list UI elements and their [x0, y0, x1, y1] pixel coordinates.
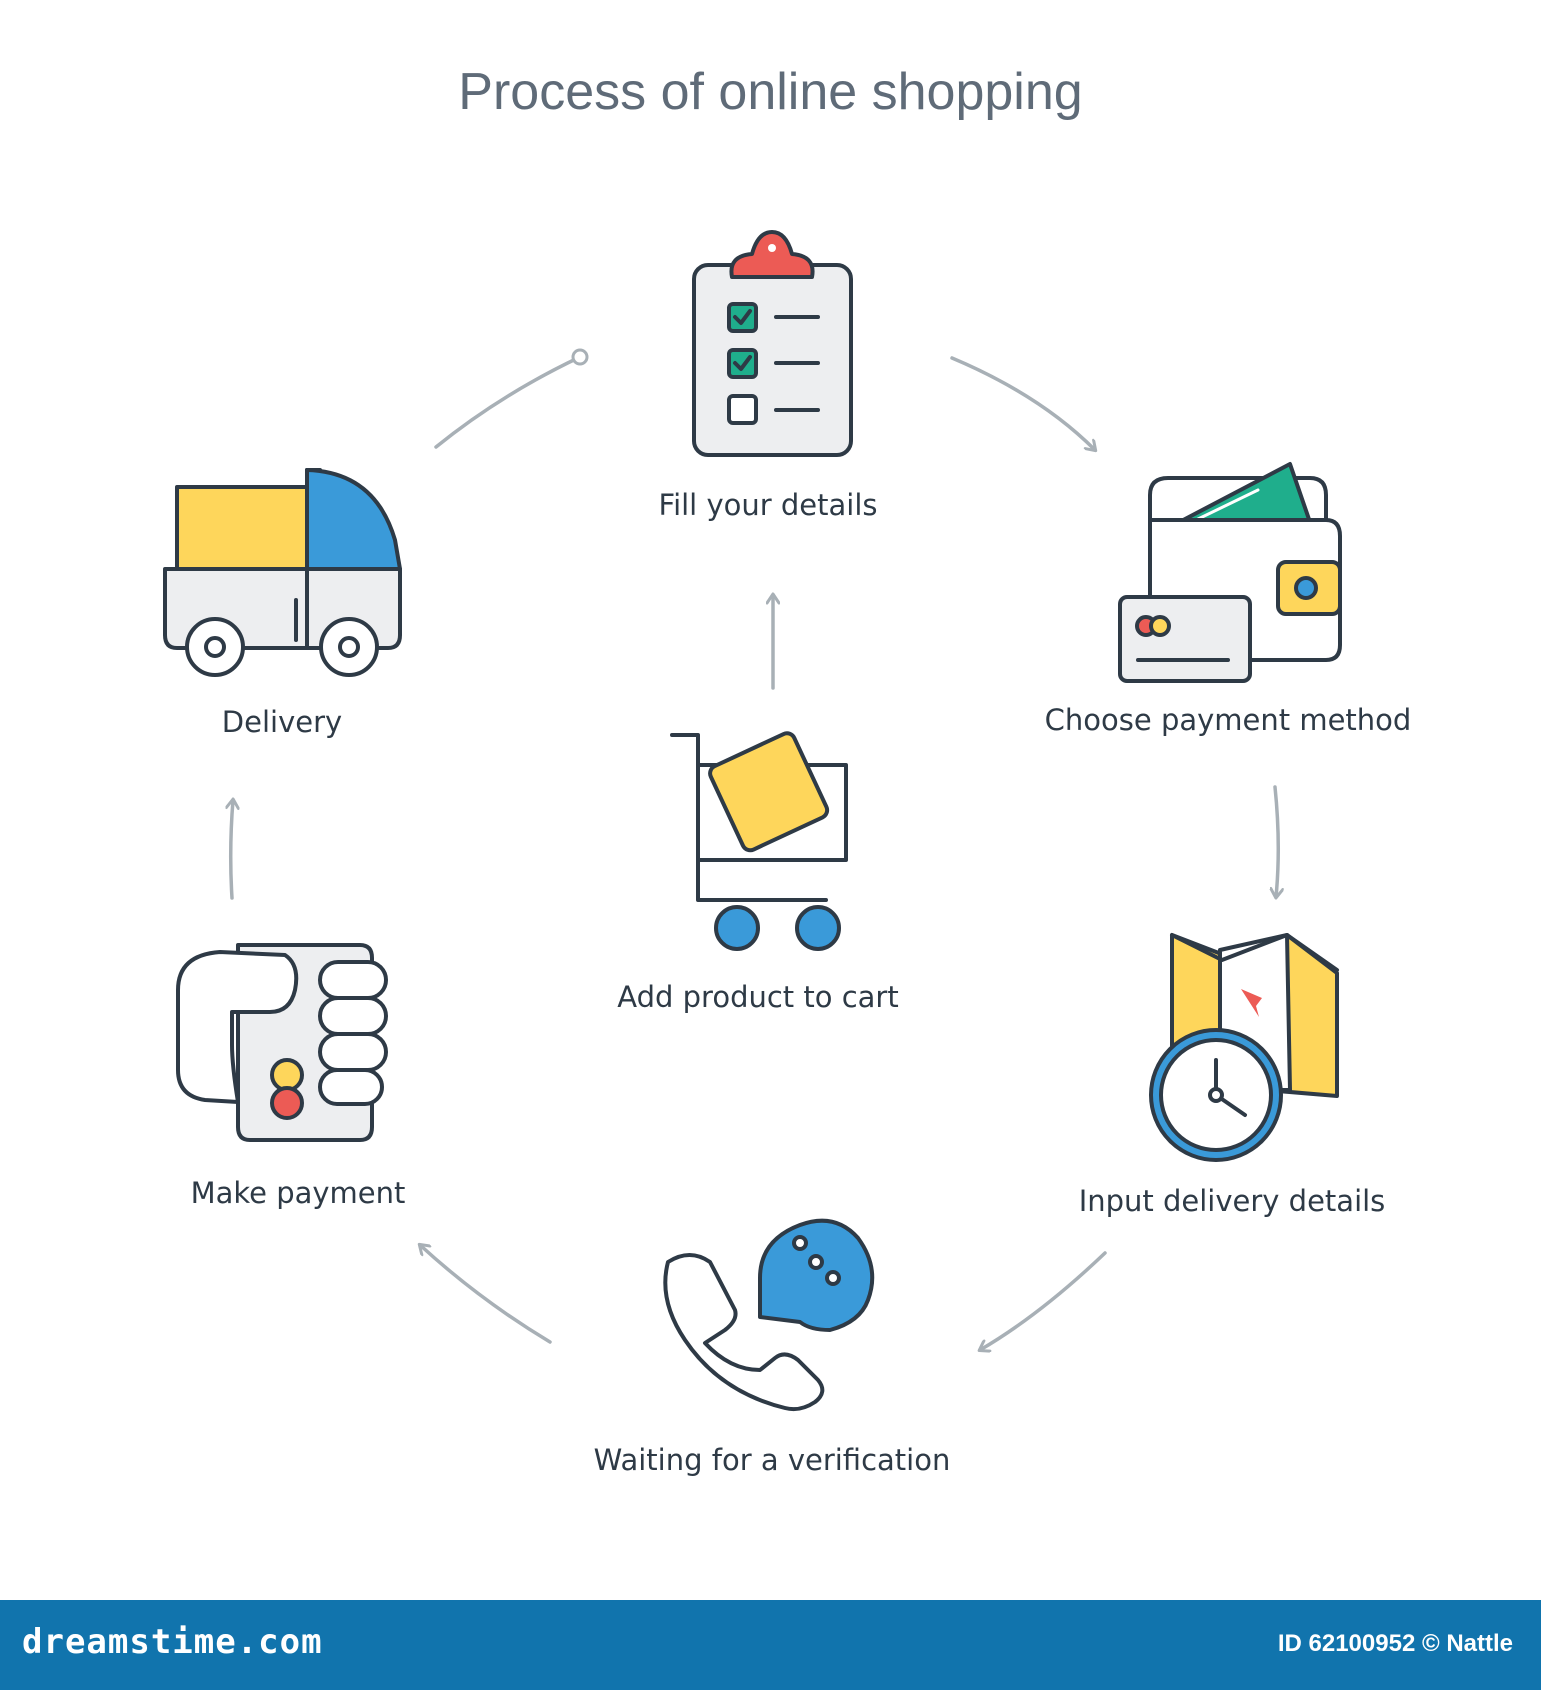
step-label-fill-details: Fill your details	[658, 488, 878, 522]
process-diagram	[163, 230, 1342, 1412]
shopping-cart-icon	[670, 731, 848, 951]
image-credit: ID 62100952 © Nattle	[1277, 1630, 1513, 1657]
step-label-choose-payment-method: Choose payment method	[1044, 703, 1412, 737]
phone-chat-icon	[663, 1218, 875, 1412]
clipboard-checklist-icon	[692, 230, 853, 457]
site-logo: dreamstime.com	[22, 1622, 323, 1662]
step-label-waiting-verification: Waiting for a verification	[593, 1443, 951, 1477]
center-label-add-to-cart: Add product to cart	[617, 980, 899, 1014]
step-label-input-delivery-details: Input delivery details	[1078, 1184, 1386, 1218]
watermark-footer: dreamstime.com ID 62100952 © Nattle	[0, 1600, 1541, 1690]
diagram-title: Process of online shopping	[458, 63, 1083, 121]
arrow-payment-method-to-delivery-details	[1275, 785, 1278, 897]
wallet-card-icon	[1118, 462, 1342, 683]
arrow-make-payment-to-delivery	[231, 800, 233, 900]
truck-icon	[163, 468, 402, 677]
arrow-delivery-to-details	[434, 348, 589, 449]
arrow-details-to-payment-method	[950, 356, 1095, 450]
step-label-delivery: Delivery	[221, 705, 343, 739]
step-label-make-payment: Make payment	[190, 1176, 406, 1210]
arrow-verification-to-make-payment	[420, 1245, 552, 1344]
hand-card-icon	[176, 943, 388, 1142]
arrow-delivery-details-to-verification	[980, 1251, 1107, 1350]
map-clock-icon	[1149, 933, 1339, 1162]
